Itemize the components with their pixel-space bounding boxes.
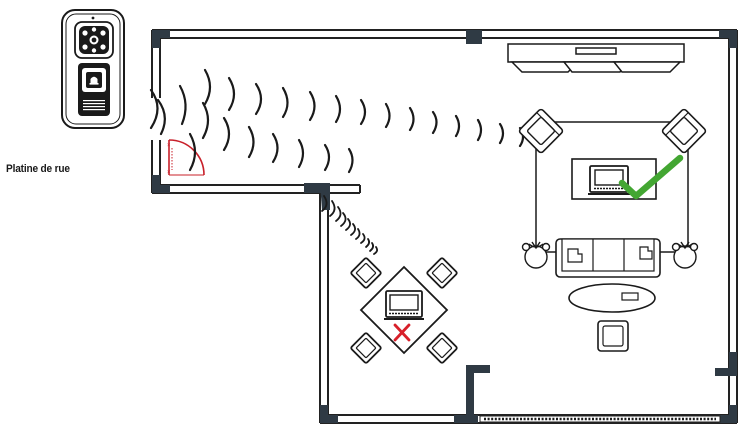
radio-signal-waves-dining: [321, 195, 379, 255]
dining-area: ✗: [0, 0, 458, 364]
video-monitor-icon: [384, 290, 424, 320]
svg-text:×: ×: [167, 143, 171, 149]
poor-reception-mark: ✗: [0, 0, 1, 1]
good-reception-check-icon: [618, 154, 684, 200]
living-room-furniture: ✓: [0, 0, 707, 352]
plant-icon: [671, 241, 699, 269]
stool-icon: [597, 320, 629, 352]
chair-icon: [426, 257, 458, 289]
chair-icon: [426, 332, 458, 364]
radio-signal-waves-living-room: [149, 68, 544, 174]
door-station-icon: [61, 9, 125, 129]
plant-icon: [521, 241, 551, 269]
entrance-door: × ×: [151, 98, 205, 176]
chair-icon: [350, 332, 382, 364]
floor-plan-walls: [151, 29, 738, 424]
armchair-icon: [518, 108, 564, 154]
oval-table: [568, 283, 656, 313]
door-station-label: Platine de rue: [6, 163, 70, 175]
tv-unit-icon: [507, 43, 685, 73]
svg-text:×: ×: [167, 170, 171, 176]
wall-pillars: [152, 30, 737, 423]
chair-icon: [350, 257, 382, 289]
sofa-icon: [555, 238, 661, 278]
video-monitor-icon: [588, 165, 630, 195]
armchair-icon: [661, 108, 707, 154]
window-strip: [479, 415, 721, 423]
good-reception-mark: ✓: [0, 0, 1, 1]
poor-reception-cross-icon: [393, 323, 411, 342]
